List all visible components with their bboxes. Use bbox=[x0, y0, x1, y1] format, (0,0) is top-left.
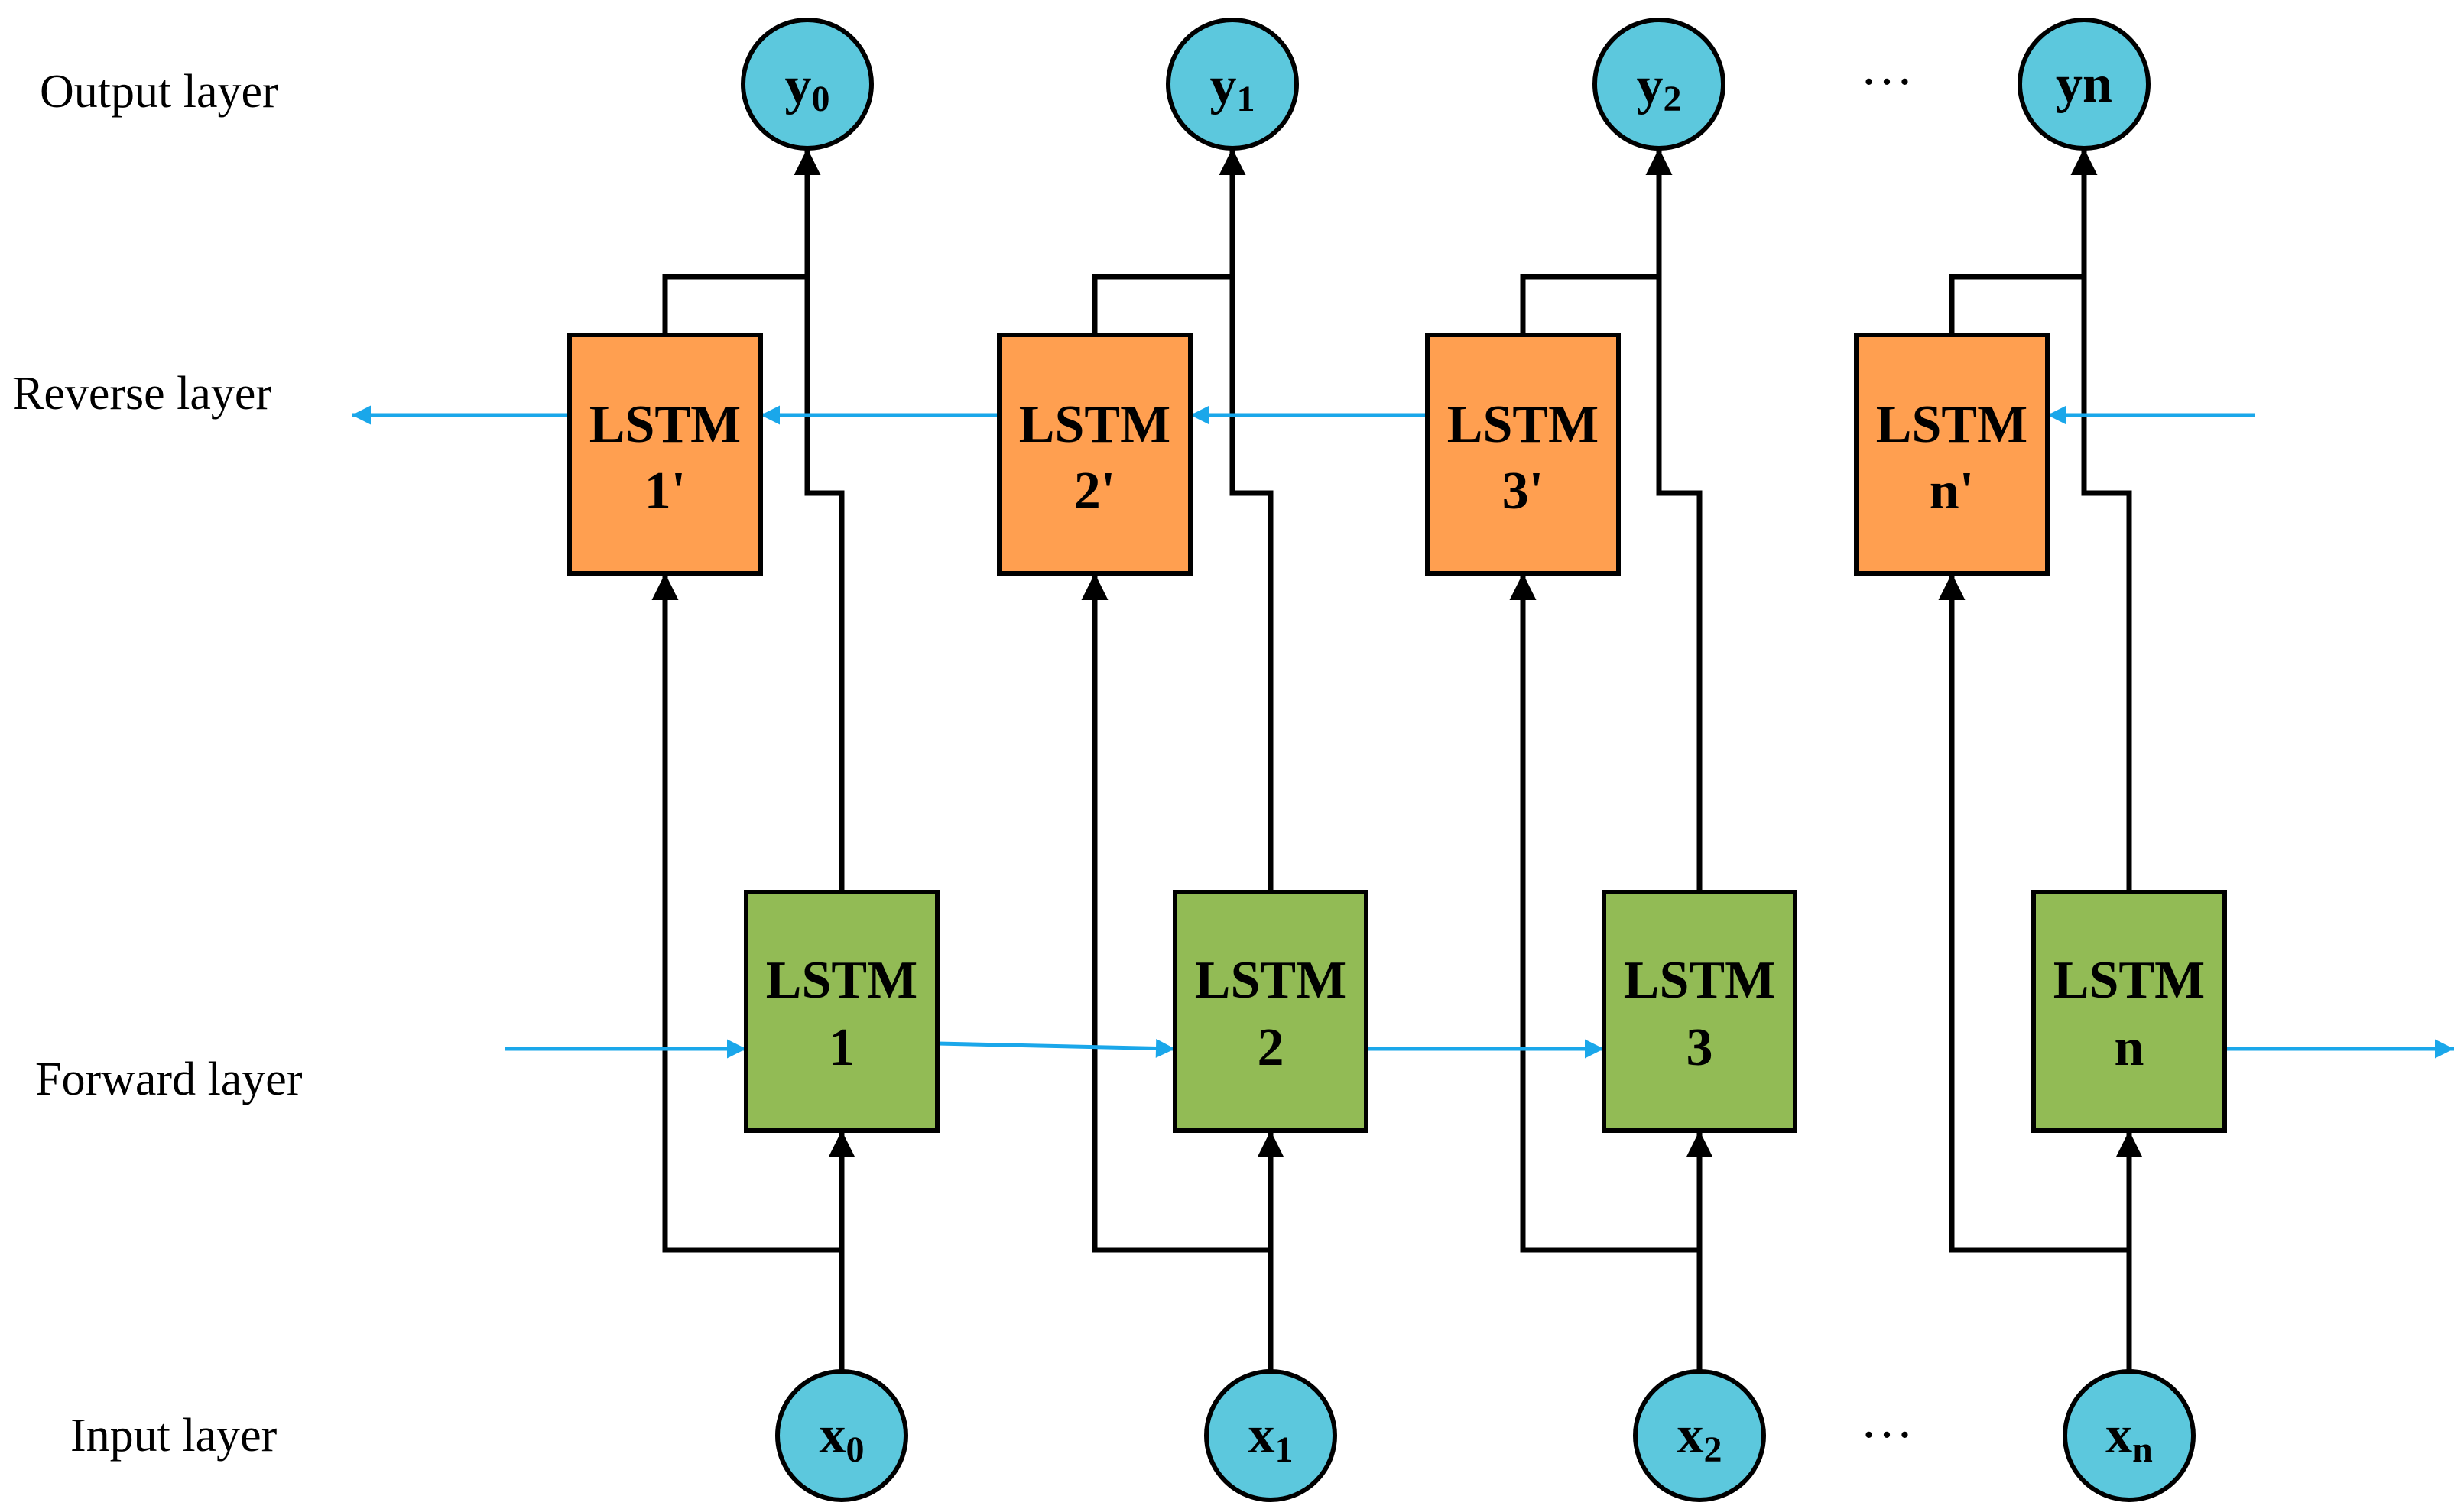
label-reverse-layer: Reverse layer bbox=[12, 368, 271, 420]
output-node-circle bbox=[2018, 18, 2151, 151]
reverse-to-output-line bbox=[1949, 274, 2084, 335]
output-node-circle bbox=[1166, 18, 1299, 151]
input-node-label: xn bbox=[2105, 1406, 2153, 1470]
forward-cell-index: 3 bbox=[1686, 1018, 1713, 1077]
forward-to-output-arrow bbox=[794, 148, 845, 892]
forward-to-output-arrow bbox=[2070, 148, 2132, 892]
input-to-reverse-arrow bbox=[1938, 573, 2129, 1253]
input-to-reverse-arrow bbox=[1081, 573, 1271, 1253]
input-node-label: x0 bbox=[820, 1406, 865, 1470]
input-to-reverse-arrow bbox=[1509, 573, 1699, 1253]
reverse-cell-box bbox=[567, 333, 763, 576]
label-input-layer: Input layer bbox=[70, 1410, 278, 1462]
output-node-circle bbox=[741, 18, 874, 151]
reverse-to-output-line bbox=[662, 274, 807, 335]
input-ellipsis: … bbox=[1860, 1391, 1914, 1449]
input-node-circle bbox=[1204, 1369, 1337, 1502]
forward-cell-title: LSTM bbox=[2053, 951, 2205, 1010]
output-node-y1: y1 bbox=[1166, 18, 1299, 151]
output-node-circle bbox=[1592, 18, 1725, 151]
reverse-to-output-line bbox=[1092, 274, 1232, 335]
input-node-circle bbox=[1633, 1369, 1766, 1502]
forward-cell-2: LSTM 2 bbox=[1173, 890, 1368, 1133]
forward-cell-box bbox=[744, 890, 940, 1133]
reverse-cell-box bbox=[1854, 333, 2050, 576]
forward-cell-1: LSTM 1 bbox=[744, 890, 940, 1133]
output-node-label: y0 bbox=[785, 57, 830, 119]
reverse-cell-box bbox=[1425, 333, 1621, 576]
reverse-cell-title: LSTM bbox=[1447, 395, 1599, 454]
forward-cell-box bbox=[2031, 890, 2227, 1133]
reverse-to-output-line bbox=[1520, 274, 1659, 335]
input-node-circle bbox=[775, 1369, 908, 1502]
forward-cell-index: n bbox=[2115, 1018, 2144, 1077]
output-node-y2: y2 bbox=[1592, 18, 1725, 151]
reverse-cell-2: LSTM 2' bbox=[997, 333, 1193, 576]
reverse-cell-box bbox=[997, 333, 1193, 576]
input-node-x0: x0 bbox=[775, 1369, 908, 1502]
forward-to-output-arrow bbox=[1219, 148, 1274, 892]
output-node-yn: yn bbox=[2018, 18, 2151, 151]
label-output-layer: Output layer bbox=[40, 66, 278, 118]
forward-to-output-arrow bbox=[1645, 148, 1703, 892]
forward-cell-title: LSTM bbox=[1624, 951, 1775, 1010]
reverse-cell-1: LSTM 1' bbox=[567, 333, 763, 576]
reverse-cell-index: 2' bbox=[1074, 462, 1115, 521]
forward-cell-n: LSTM n bbox=[2031, 890, 2227, 1133]
forward-cell-index: 1 bbox=[829, 1018, 855, 1077]
reverse-cell-n: LSTM n' bbox=[1854, 333, 2050, 576]
input-node-x1: x1 bbox=[1204, 1369, 1337, 1502]
reverse-cell-3: LSTM 3' bbox=[1425, 333, 1621, 576]
input-node-circle bbox=[2063, 1369, 2196, 1502]
reverse-cell-index: 1' bbox=[644, 462, 686, 521]
forward-flow-arrow bbox=[937, 1038, 1176, 1058]
input-node-xn: xn bbox=[2063, 1369, 2196, 1502]
connection-lines bbox=[651, 148, 2143, 1371]
label-forward-layer: Forward layer bbox=[35, 1053, 303, 1105]
reverse-cell-index: 3' bbox=[1502, 462, 1544, 521]
reverse-cell-title: LSTM bbox=[589, 395, 741, 454]
input-node-x2: x2 bbox=[1633, 1369, 1766, 1502]
output-node-label: yn bbox=[2056, 55, 2112, 114]
input-node-label: x1 bbox=[1248, 1406, 1294, 1470]
forward-cell-3: LSTM 3 bbox=[1602, 890, 1797, 1133]
forward-cell-box bbox=[1602, 890, 1797, 1133]
output-node-y0: y0 bbox=[741, 18, 874, 151]
forward-cell-title: LSTM bbox=[1195, 951, 1346, 1010]
output-ellipsis: … bbox=[1860, 37, 1914, 96]
forward-cell-box bbox=[1173, 890, 1368, 1133]
reverse-cell-title: LSTM bbox=[1876, 395, 2027, 454]
forward-cell-index: 2 bbox=[1258, 1018, 1284, 1077]
reverse-cell-index: n' bbox=[1930, 462, 1974, 521]
output-node-label: y1 bbox=[1210, 57, 1255, 119]
input-node-label: x2 bbox=[1677, 1406, 1722, 1470]
sequence-flow-arrows bbox=[352, 405, 2454, 1059]
reverse-cell-title: LSTM bbox=[1019, 395, 1170, 454]
forward-cell-title: LSTM bbox=[766, 951, 917, 1010]
input-to-reverse-arrow bbox=[651, 573, 842, 1253]
output-node-label: y2 bbox=[1637, 57, 1682, 119]
